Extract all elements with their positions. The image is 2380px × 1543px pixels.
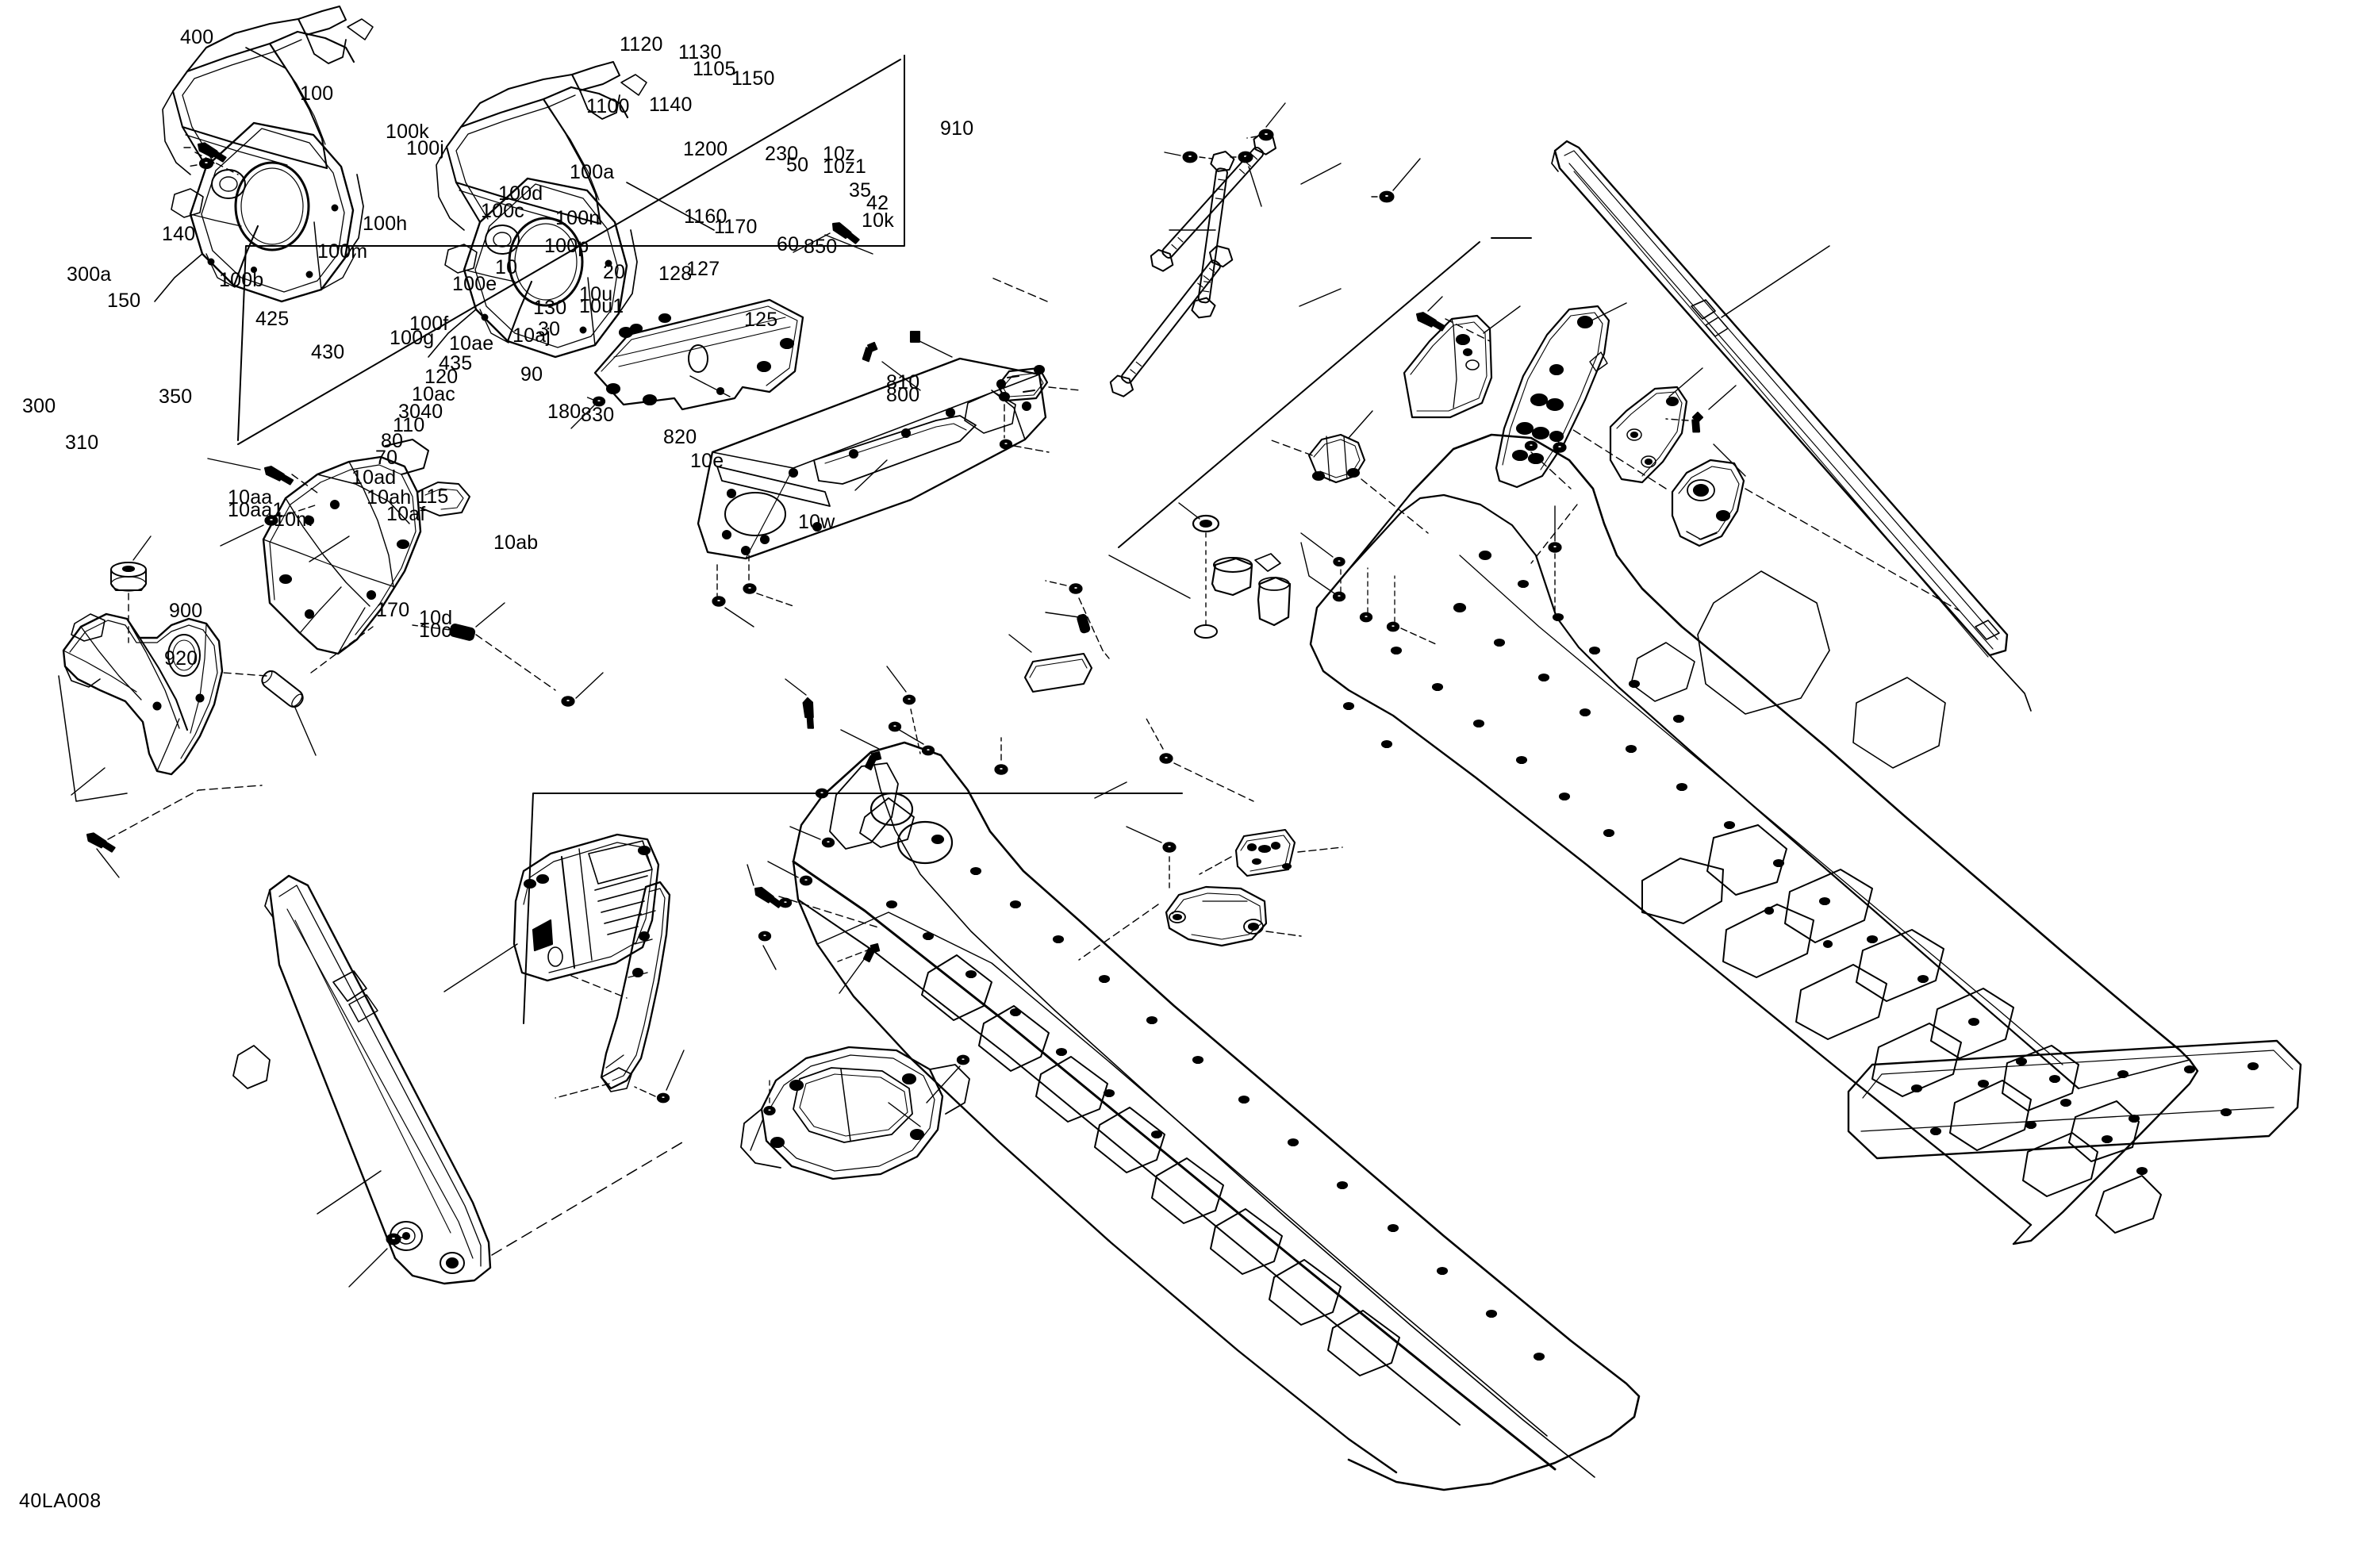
callout-100n: 100n [555, 207, 601, 229]
callout-820: 820 [663, 426, 697, 448]
callout-20: 20 [603, 261, 626, 283]
callout-10ab: 10ab [493, 532, 539, 554]
callout-10u1: 10u1 [579, 295, 624, 317]
callout-100a: 100a [570, 161, 615, 183]
callout-90: 90 [520, 363, 543, 386]
callout-10ah: 10ah [367, 486, 412, 509]
callout-180: 180 [547, 401, 582, 423]
callout-430: 430 [311, 341, 345, 363]
callout-920: 920 [164, 647, 198, 670]
callout-800: 800 [886, 384, 920, 406]
callout-830: 830 [581, 404, 615, 426]
callout-115: 115 [416, 486, 449, 508]
callout-100: 100 [300, 83, 334, 105]
callout-1200: 1200 [683, 138, 728, 160]
callout-10z1: 10z1 [823, 155, 867, 178]
callout-42: 42 [866, 192, 889, 214]
callout-10w: 10w [798, 511, 835, 533]
callout-130: 130 [533, 297, 567, 319]
callout-60: 60 [777, 233, 800, 255]
callout-100c: 100c [481, 200, 525, 222]
callout-1120: 1120 [620, 33, 663, 56]
callout-10ac: 10ac [412, 383, 456, 405]
callout-30: 30 [538, 318, 561, 340]
callout-910: 910 [940, 117, 974, 140]
callout-100m: 100m [317, 240, 368, 263]
callout-150: 150 [107, 290, 141, 312]
callout-10ae: 10ae [449, 332, 494, 355]
callout-1150: 1150 [731, 67, 775, 90]
callout-1130: 1130 [678, 41, 722, 63]
callout-10aj: 10aj [512, 324, 551, 347]
callout-50: 50 [786, 154, 809, 176]
callout-230: 230 [765, 143, 799, 165]
callout-10aa: 10aa [228, 486, 273, 509]
callout-100f: 100f [409, 313, 449, 335]
callout-100p: 100p [544, 235, 589, 257]
callout-10ad: 10ad [351, 466, 397, 489]
callout-110: 110 [393, 414, 425, 436]
callout-850: 850 [804, 236, 838, 258]
callout-310: 310 [65, 432, 99, 454]
callout-3040: 3040 [398, 401, 443, 423]
callout-400: 400 [180, 26, 214, 48]
callout-425: 425 [255, 308, 290, 330]
callout-80: 80 [381, 430, 404, 452]
callout-10aa1: 10aa1 [228, 499, 284, 521]
callout-170: 170 [376, 599, 410, 621]
callout-1140: 1140 [649, 94, 693, 116]
callout-125: 125 [744, 309, 778, 331]
callout-1100: 1100 [586, 95, 630, 117]
callout-100d: 100d [498, 182, 543, 205]
callout-10u: 10u [579, 283, 613, 305]
callout-900: 900 [169, 600, 203, 622]
callout-1105: 1105 [693, 58, 736, 80]
callout-10c: 10c [419, 620, 451, 642]
callout-100b: 100b [219, 269, 264, 291]
callout-100h: 100h [363, 213, 408, 235]
callout-300a: 300a [67, 263, 112, 286]
callout-350: 350 [159, 386, 193, 408]
callout-35: 35 [849, 179, 872, 202]
callout-128: 128 [658, 263, 693, 285]
callout-100g: 100g [390, 327, 435, 349]
callout-10: 10 [495, 256, 518, 278]
callout-10d: 10d [419, 607, 453, 629]
callout-140: 140 [162, 223, 196, 245]
callout-1170: 1170 [714, 216, 758, 238]
callout-120: 120 [424, 366, 459, 388]
callout-810: 810 [886, 371, 920, 393]
callout-10m: 10m [274, 509, 313, 531]
callout-435: 435 [439, 352, 473, 374]
callout-100e: 100e [452, 273, 497, 295]
callout-10k: 10k [862, 209, 894, 232]
callout-10e: 10e [690, 450, 724, 472]
callout-1160: 1160 [684, 205, 727, 228]
callout-10af: 10af [386, 503, 426, 525]
callout-100k: 100k [386, 121, 430, 143]
callout-127: 127 [686, 258, 720, 280]
callout-10z: 10z [823, 143, 855, 165]
callout-300: 300 [22, 395, 56, 417]
callout-100j: 100j [406, 137, 445, 159]
sheet-code: 40LA008 [19, 1490, 102, 1512]
callout-70: 70 [375, 447, 398, 469]
